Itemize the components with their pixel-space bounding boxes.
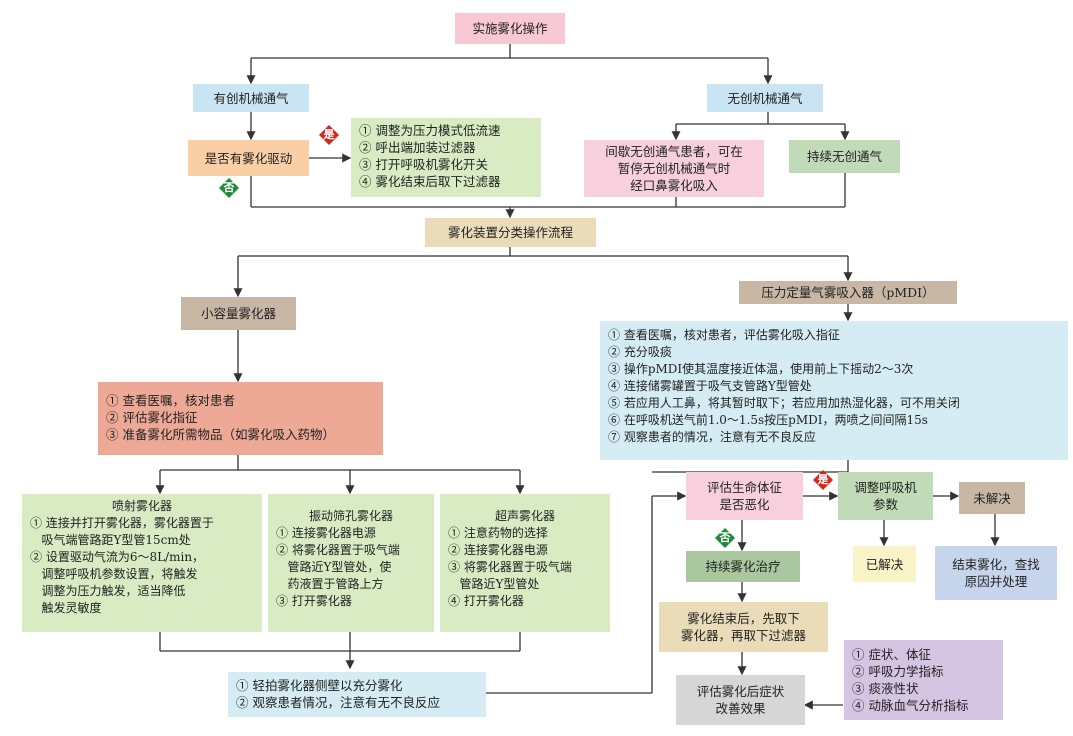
drive-question-node: 是否有雾化驱动: [188, 140, 309, 176]
text-line: 调整呼吸机: [854, 480, 917, 495]
jet-title: 喷射雾化器: [111, 499, 172, 513]
text-line: 雾化器，再取下过滤器: [680, 628, 806, 643]
list-item: ⑤ 若应用人工鼻，将其暂时取下；若应用加热湿化器，可不用关闭: [608, 396, 960, 410]
tap-steps-node: ① 轻拍雾化器侧壁以充分雾化 ② 观察患者情况，注意有无不良反应: [228, 672, 486, 717]
yes-badge: 是: [813, 470, 833, 490]
invasive-node: 有创机械通气: [193, 84, 309, 112]
list-item: ① 调整为压力模式低流速: [359, 123, 501, 138]
evaluate-node: 评估雾化后症状 改善效果: [676, 675, 805, 725]
list-item: ⑥ 在呼吸机送气前1.0～1.5s按压pMDI，两喷之间间隔15s: [608, 413, 928, 427]
start-label: 实施雾化操作: [472, 21, 548, 36]
mesh-title: 振动筛孔雾化器: [308, 509, 393, 523]
continue-label: 持续雾化治疗: [705, 559, 781, 574]
list-item: ① 连接并打开雾化器，雾化器置于: [30, 516, 214, 530]
list-item: 药液置于管路上方: [276, 577, 384, 591]
drive-question-label: 是否有雾化驱动: [204, 150, 293, 166]
text-line: 间歇无创通气患者，可在: [605, 144, 743, 159]
list-item: ② 设置驱动气流为6～8L/min，: [30, 550, 205, 564]
list-item: 调整为压力触发，适当降低: [30, 584, 186, 598]
after-nebulization-node: 雾化结束后，先取下 雾化器，再取下过滤器: [659, 602, 828, 652]
list-item: ② 将雾化器置于吸气端: [276, 543, 400, 557]
unresolved-node: 未解决: [959, 482, 1025, 514]
list-item: 管路近Y型管处: [448, 577, 540, 591]
text-line: 参数: [872, 497, 898, 512]
list-item: 吸气端管路距Y型管15cm处: [30, 533, 191, 547]
noninvasive-label: 无创机械通气: [727, 90, 803, 106]
list-item: ① 查看医嘱，核对患者: [106, 393, 235, 408]
unresolved-label: 未解决: [973, 490, 1011, 506]
list-item: ④ 动脉血气分析指标: [852, 698, 969, 713]
list-item: ⑦ 观察患者的情况，注意有无不良反应: [608, 430, 816, 444]
small-volume-node: 小容量雾化器: [181, 297, 296, 330]
device-flow-node: 雾化装置分类操作流程: [425, 218, 596, 247]
list-item: ④ 打开雾化器: [448, 594, 524, 608]
vital-signs-node: 评估生命体征 是否恶化: [686, 472, 803, 520]
drive-steps-node: ① 调整为压力模式低流速 ② 呼出端加装过滤器 ③ 打开呼吸机雾化开关 ④ 雾化…: [351, 118, 541, 197]
no-badge: 否: [219, 178, 239, 198]
list-item: ④ 连接储雾罐置于吸气支管路Y型管处: [608, 379, 812, 393]
start-node: 实施雾化操作: [455, 13, 565, 44]
list-item: 管路近Y型管处，使: [276, 560, 392, 574]
list-item: 触发灵敏度: [30, 601, 102, 615]
text-line: 雾化结束后，先取下: [687, 611, 800, 626]
ultra-title: 超声雾化器: [494, 509, 555, 523]
continuous-node: 持续无创通气: [789, 140, 900, 173]
pmdi-node: 压力定量气雾吸入器（pMDI）: [739, 281, 957, 304]
intermittent-node: 间歇无创通气患者，可在 暂停无创机械通气时 经口鼻雾化吸入: [584, 140, 764, 197]
device-flow-label: 雾化装置分类操作流程: [447, 225, 573, 240]
list-item: ② 呼吸力学指标: [852, 664, 944, 679]
noninvasive-node: 无创机械通气: [707, 84, 823, 112]
mesh-nebulizer-node: 振动筛孔雾化器 ① 连接雾化器电源 ② 将雾化器置于吸气端 管路近Y型管处，使 …: [268, 494, 434, 632]
list-item: ① 查看医嘱，核对患者，评估雾化吸入指征: [608, 328, 840, 342]
indicators-node: ① 症状、体征 ② 呼吸力学指标 ③ 痰液性状 ④ 动脉血气分析指标: [844, 640, 1003, 720]
list-item: ③ 准备雾化所需物品（如雾化吸入药物）: [106, 427, 335, 442]
stop-node: 结束雾化，查找 原因并处理: [935, 546, 1057, 600]
small-volume-label: 小容量雾化器: [200, 306, 276, 321]
text-line: 评估雾化后症状: [696, 684, 785, 699]
list-item: ② 呼出端加装过滤器: [359, 140, 476, 155]
text-line: 改善效果: [715, 701, 766, 716]
list-item: ① 注意药物的选择: [448, 526, 548, 540]
ultrasonic-nebulizer-node: 超声雾化器 ① 注意药物的选择 ② 连接雾化器电源 ③ 将雾化器置于吸气端 管路…: [440, 494, 610, 632]
list-item: ② 评估雾化指征: [106, 410, 198, 425]
list-item: ② 连接雾化器电源: [448, 543, 548, 557]
list-item: ③ 打开呼吸机雾化开关: [359, 157, 488, 172]
prep-steps-node: ① 查看医嘱，核对患者 ② 评估雾化指征 ③ 准备雾化所需物品（如雾化吸入药物）: [98, 382, 383, 455]
text-line: 经口鼻雾化吸入: [630, 178, 718, 193]
list-item: ② 观察患者情况，注意有无不良反应: [236, 695, 440, 710]
list-item: ① 连接雾化器电源: [276, 526, 376, 540]
resolved-label: 已解决: [865, 556, 904, 572]
list-item: ③ 痰液性状: [852, 681, 919, 696]
text-line: 是否恶化: [719, 497, 770, 512]
text-line: 结束雾化，查找: [952, 557, 1040, 572]
text-line: 评估生命体征: [706, 480, 782, 495]
text-line: 原因并处理: [964, 574, 1028, 589]
no-badge: 否: [715, 528, 735, 548]
list-item: ① 轻拍雾化器侧壁以充分雾化: [236, 678, 403, 693]
pmdi-steps-node: ① 查看医嘱，核对患者，评估雾化吸入指征 ② 充分吸痰 ③ 操作pMDI使其温度…: [600, 321, 1068, 460]
list-item: ② 充分吸痰: [608, 345, 672, 359]
list-item: ④ 雾化结束后取下过滤器: [359, 174, 501, 189]
adjust-ventilator-node: 调整呼吸机 参数: [838, 472, 933, 520]
list-item: ① 症状、体征: [852, 647, 931, 662]
continue-node: 持续雾化治疗: [686, 551, 800, 582]
list-item: ③ 打开雾化器: [276, 594, 352, 608]
continuous-label: 持续无创通气: [806, 149, 882, 164]
jet-nebulizer-node: 喷射雾化器 ① 连接并打开雾化器，雾化器置于 吸气端管路距Y型管15cm处 ② …: [22, 494, 262, 632]
resolved-node: 已解决: [853, 546, 916, 582]
list-item: ③ 将雾化器置于吸气端: [448, 560, 572, 574]
list-item: ③ 操作pMDI使其温度接近体温，使用前上下摇动2～3次: [608, 362, 914, 376]
text-line: 暂停无创机械通气时: [617, 161, 731, 176]
pmdi-label: 压力定量气雾吸入器（pMDI）: [761, 285, 935, 300]
list-item: 调整呼吸机参数设置，将触发: [30, 567, 198, 581]
invasive-label: 有创机械通气: [213, 90, 289, 106]
yes-badge: 是: [319, 125, 339, 145]
